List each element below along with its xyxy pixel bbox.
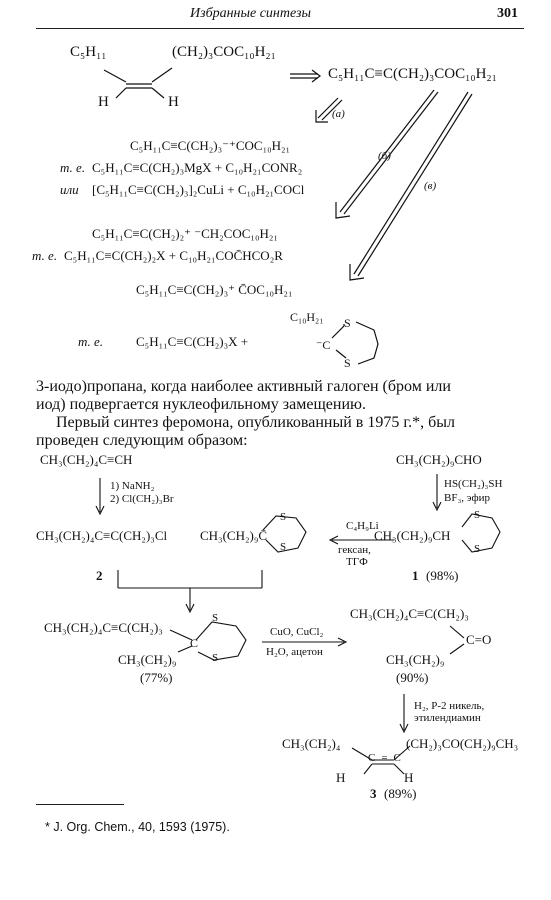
solvent-hexane: гексан, <box>338 544 371 556</box>
route-b-arrow-line-2 <box>343 91 439 215</box>
route-a-label: (а) <box>332 108 345 120</box>
route-c-reagents: C₅H₁₁C≡C(CH₂)₃X + <box>136 334 249 349</box>
body-text-line-4: проведен следующим образом: <box>36 432 248 449</box>
body-text-line-2: иод) подвергается нуклеофильному замещен… <box>36 396 366 413</box>
route-b-arrow-line-1 <box>339 89 435 213</box>
header-rule <box>36 28 524 29</box>
dithiane-ring-anion <box>262 515 307 553</box>
route-a-prefix-ie: т. е. <box>60 160 86 175</box>
reagent-water-acetone: H₂O, ацетон <box>266 646 323 658</box>
dithiane-ring-1 <box>461 513 501 553</box>
anion-s-bottom: S <box>280 541 287 553</box>
alkene-bond-left <box>103 69 127 83</box>
route-a-arrow-line-1 <box>317 97 339 119</box>
dithiane-carbanion: ⁻C <box>316 338 331 352</box>
route-b-synthons: C₅H₁₁C≡C(CH₂)₂⁺ ⁻CH₂COC₁₀H₂₁ <box>92 226 278 241</box>
ketone-top: CH₃(CH₂)₄C≡C(CH₂)₃ <box>350 606 469 621</box>
final-h-left: H <box>336 770 346 785</box>
running-header-title: Избранные синтезы <box>190 6 311 21</box>
route-b-arrow-head <box>335 202 351 219</box>
reagent-nanh2: 1) NaNH₂ <box>110 480 155 492</box>
route-c-arrow-line-2 <box>357 93 473 277</box>
dithiane-ring-path <box>355 321 379 365</box>
final-left-chain: CH₃(CH₂)₄ <box>282 736 341 751</box>
coupled-yield: (77%) <box>140 670 173 685</box>
reagent-h2-p2-nickel: H₂, Р-2 никель, <box>414 700 485 712</box>
reagent-cuo-cucl2: CuO, CuCl₂ <box>270 626 324 638</box>
alkene-bond-h-left <box>115 87 127 99</box>
coupled-s-bottom: S <box>212 652 219 664</box>
alkene-h-left: H <box>98 94 109 110</box>
compound-2-label: 2 <box>96 568 103 583</box>
coupled-s-top: S <box>212 612 219 624</box>
alkene-bond-right <box>151 67 173 83</box>
dithiane-1-s-bottom: S <box>474 543 481 555</box>
route-c-arrow-line-1 <box>353 91 469 275</box>
route-a-arrow-head <box>315 110 328 123</box>
route-b-reagents: C₅H₁₁C≡C(CH₂)₂X + C₁₀H₂₁COC̄HCO₂R <box>64 248 283 263</box>
body-text-line-3: Первый синтез феромона, опубликованный в… <box>56 414 455 431</box>
solvent-thf: ТГФ <box>346 556 368 568</box>
ketone-carbonyl: C=O <box>466 632 492 647</box>
final-alkene: C=C <box>368 752 407 764</box>
dithiane-bond-2 <box>335 349 347 359</box>
footnote-rule <box>36 804 124 805</box>
reagent-buli: C₄H₉Li <box>346 520 379 532</box>
body-text-line-1: 3-иодо)пропана, когда наиболее активный … <box>36 378 451 395</box>
coupled-product-bottom: CH₃(CH₂)₉ <box>118 652 177 667</box>
page-number: 301 <box>497 6 518 21</box>
alkene-h-right: H <box>168 94 179 110</box>
dithiane-bond-1 <box>331 325 345 339</box>
route-a-cuprate: [C₅H₁₁C≡C(CH₂)₃]₂CuLi + C₁₀H₂₁COCl <box>92 182 305 197</box>
coupled-central-c: C <box>190 636 199 650</box>
dithiane-compound-1: CH₃(CH₂)₉CH <box>374 528 451 543</box>
compound-1-yield: (98%) <box>426 568 459 583</box>
coupled-product-top: CH₃(CH₂)₄C≡C(CH₂)₃ <box>44 620 163 635</box>
final-right-chain: (CH₂)₃CO(CH₂)₉CH₃ <box>406 736 519 751</box>
reagent-chloropropyl-bromide: 2) Cl(CH₂)₃Br <box>110 493 174 505</box>
route-c-label: (в) <box>424 180 437 192</box>
route-a-arrow-line-2 <box>321 99 343 121</box>
ketone-bottom: CH₃(CH₂)₉ <box>386 652 445 667</box>
route-a-prefix-or: или <box>60 182 79 197</box>
alkynyl-chloride: CH₃(CH₂)₄C≡C(CH₂)₃Cl <box>36 528 168 543</box>
route-c-prefix-ie: т. е. <box>78 334 104 349</box>
reagent-ethylenediamine: этилендиамин <box>414 712 481 724</box>
route-c-synthons: C₅H₁₁C≡C(CH₂)₃⁺ C̄OC₁₀H₂₁ <box>136 282 293 297</box>
reagent-bf3-ether: BF₃, эфир <box>444 492 490 504</box>
route-b-label: (б) <box>378 150 391 162</box>
anion-s-top: S <box>280 511 287 523</box>
alkene-right-substituent: (CH₂)₃COC₁₀H₂₁ <box>172 44 276 60</box>
dithiane-s-top: S <box>344 316 351 330</box>
dithiane-s-bottom: S <box>344 356 351 370</box>
target-ketone: C₅H₁₁C≡C(CH₂)₃COC₁₀H₂₁ <box>328 66 497 82</box>
compound-3-yield: (89%) <box>384 786 417 801</box>
alkene-bond-h-right <box>151 87 165 99</box>
start-alkyne: CH₃(CH₂)₄C≡CH <box>40 452 133 467</box>
ketone-yield: (90%) <box>396 670 429 685</box>
dithiane-1-s-top: S <box>474 509 481 521</box>
dithiane-ring-coupled <box>195 621 247 661</box>
route-c-arrow-head <box>349 264 365 281</box>
route-a-synthons: C₅H₁₁C≡C(CH₂)₃⁻⁺COC₁₀H₂₁ <box>130 138 291 153</box>
alkene-c5h11: C₅H₁₁ <box>70 44 107 60</box>
route-b-prefix-ie: т. е. <box>32 248 58 263</box>
decanal: CH₃(CH₂)₉CHO <box>396 452 482 467</box>
reagent-propanedithiol: HS(CH₂)₃SH <box>444 478 503 490</box>
compound-3-label: 3 <box>370 786 377 801</box>
route-a-grignard: C₅H₁₁C≡C(CH₂)₃MgX + C₁₀H₂₁CONR₂ <box>92 160 303 175</box>
final-h-right: H <box>404 770 414 785</box>
footnote-reference: * J. Org. Chem., 40, 1593 (1975). <box>45 820 230 834</box>
dithiane-anion: CH₃(CH₂)₉C̄ <box>200 528 268 543</box>
compound-1-label: 1 <box>412 568 419 583</box>
retro-arrow-head <box>311 69 321 83</box>
dithiane-r-group: C₁₀H₂₁ <box>290 310 324 324</box>
